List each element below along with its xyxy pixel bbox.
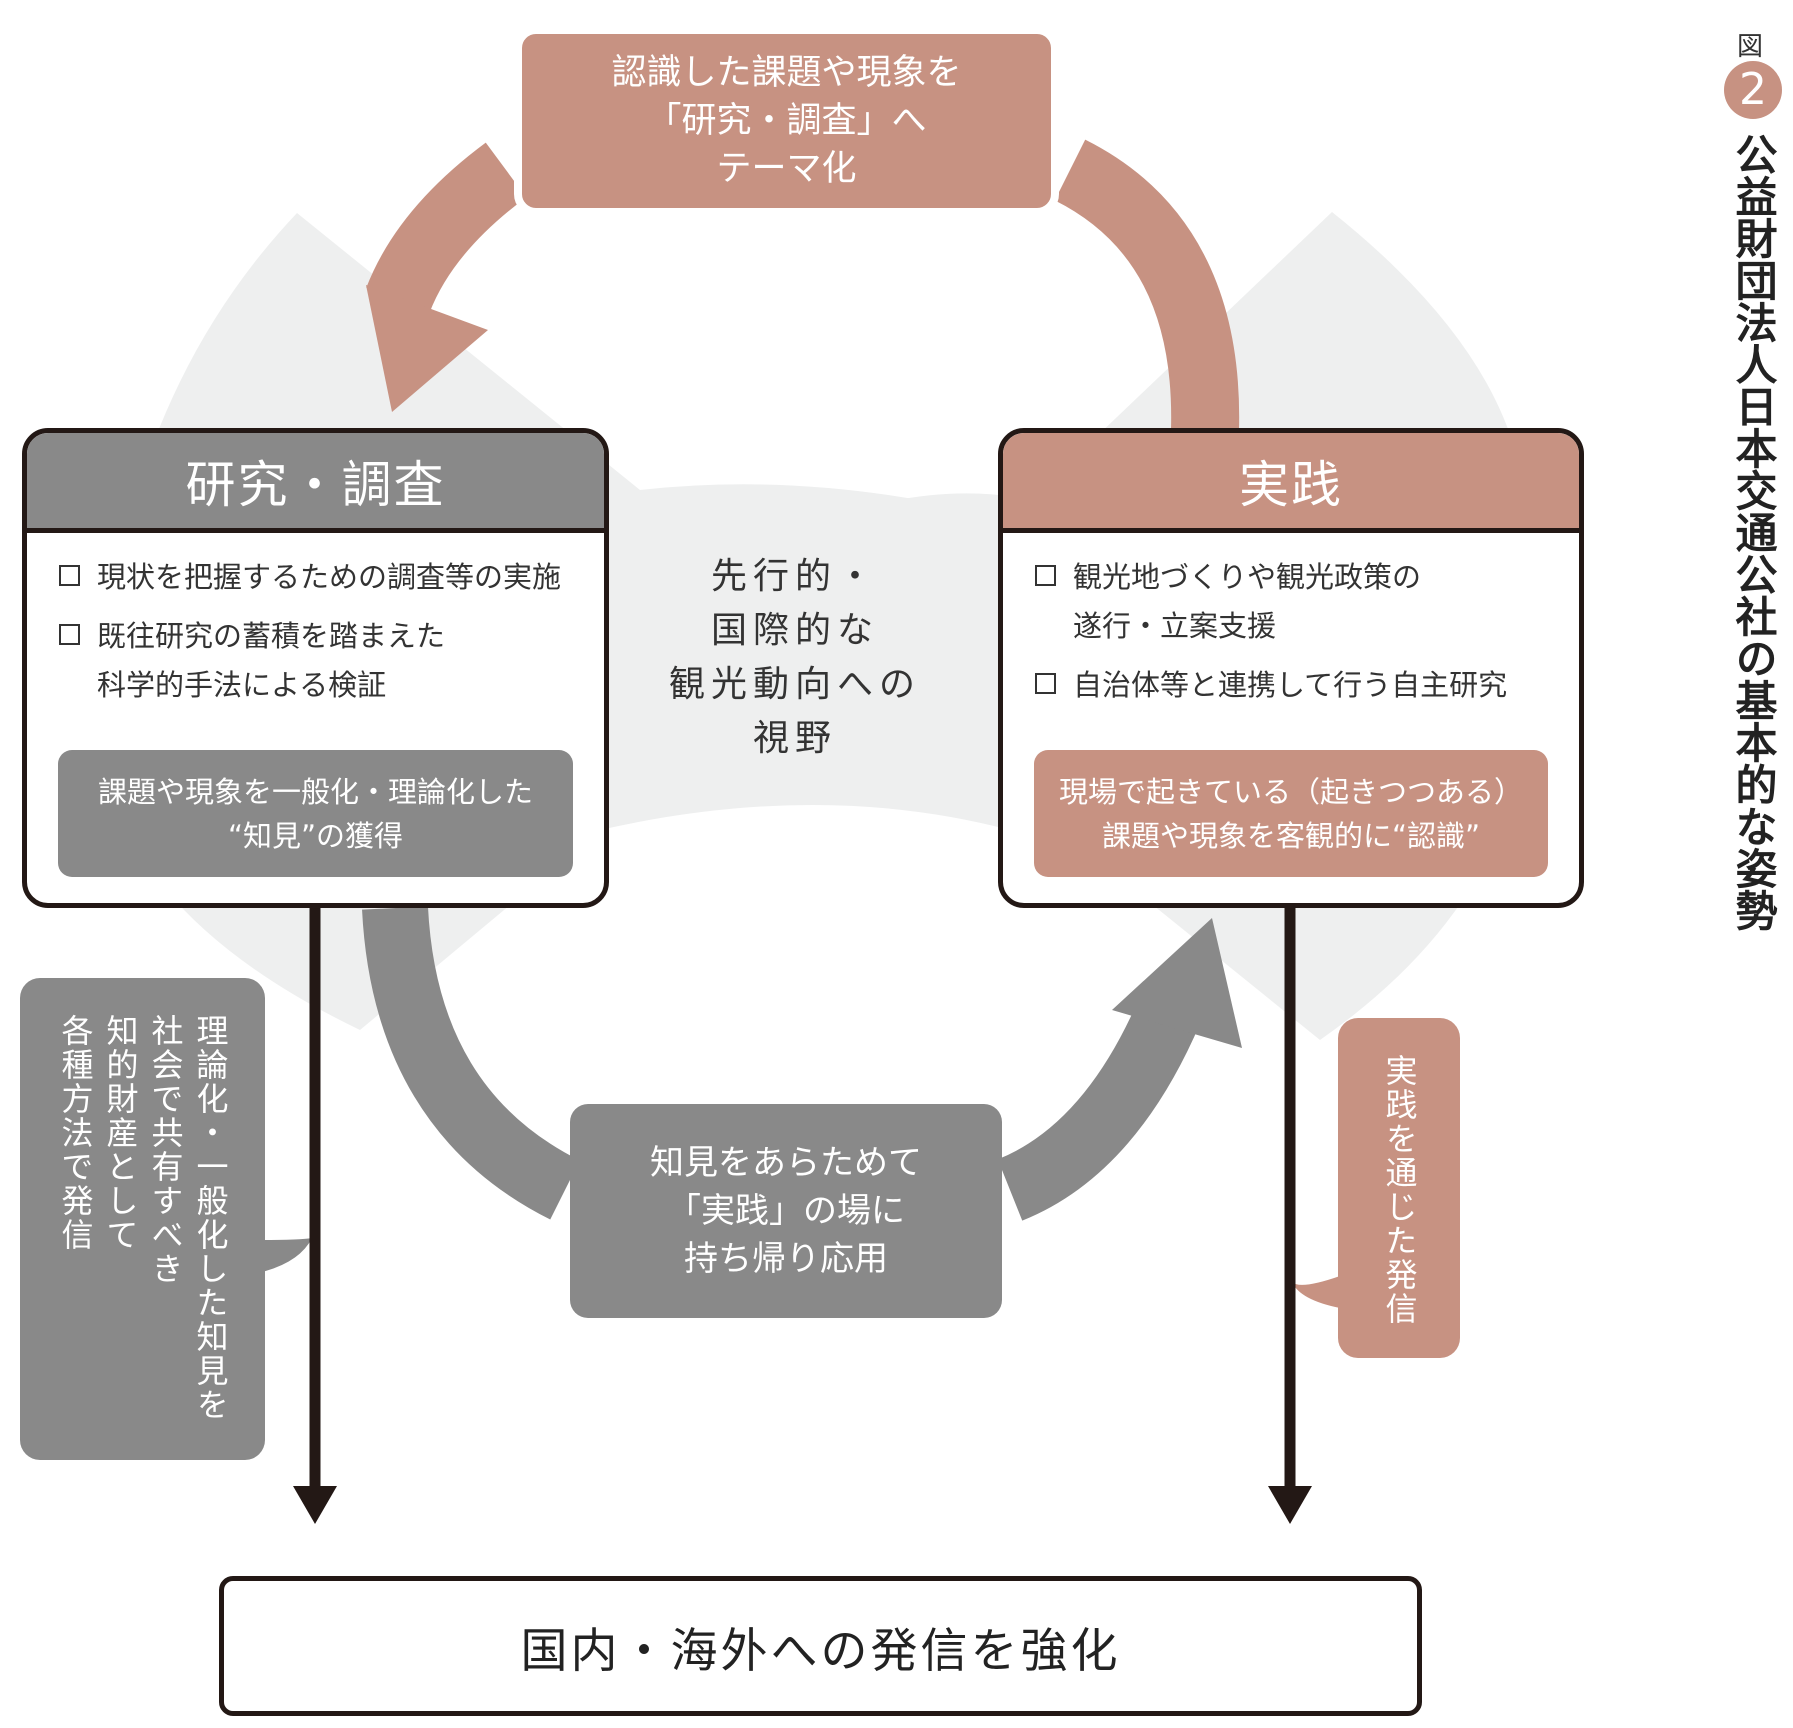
figure-number-badge: 2 — [1724, 61, 1782, 119]
practice-result-line: 課題や現象を客観的に“認識” — [1101, 818, 1481, 853]
center-vision-line: 観光動向への — [668, 664, 921, 705]
practice-item-list: 観光地づくりや観光政策の 遂行・立案支援 自治体等と連携して行う自主研究 — [1003, 533, 1579, 710]
dissemination-goal-box: 国内・海外への発信を強化 — [219, 1576, 1422, 1716]
practice-item-line: 観光地づくりや観光政策の — [1073, 560, 1422, 594]
left-callout-pointer — [262, 1238, 312, 1272]
research-item-list: 現状を把握するための調査等の実施 既往研究の蓄積を踏まえた 科学的手法による検証 — [27, 533, 604, 710]
figure-label: 図 — [1737, 32, 1764, 62]
research-item-line: 現状を把握するための調査等の実施 — [97, 560, 562, 594]
checkbox-icon — [1035, 565, 1056, 586]
practice-item-line: 遂行・立案支援 — [1073, 609, 1277, 643]
practice-dissemination-callout: 実践を通じた発信 — [1338, 1018, 1460, 1358]
research-panel: 研究・調査 現状を把握するための調査等の実施 既往研究の蓄積を踏まえた 科学的手… — [22, 428, 609, 908]
research-result-line: 課題や現象を一般化・理論化した — [97, 774, 533, 809]
research-result-line: “知見”の獲得 — [227, 818, 404, 853]
theme-box-line: テーマ化 — [716, 149, 857, 189]
arrow-middle-to-practice — [996, 996, 1201, 1221]
theme-box-line: 認識した課題や現象を — [611, 53, 962, 93]
practice-result-box: 現場で起きている（起きつつある） 課題や現象を客観的に“認識” — [1034, 750, 1548, 877]
callout-column: 実践を通じた発信 — [1380, 1054, 1419, 1326]
callout-column: 理論化・一般化した知見を — [191, 1014, 230, 1422]
callout-column: 各種方法で発信 — [56, 1014, 95, 1252]
right-vertical-arrow-head — [1268, 1486, 1312, 1524]
practice-panel-title: 実践 — [1003, 433, 1579, 533]
practice-item: 観光地づくりや観光政策の 遂行・立案支援 — [1035, 553, 1579, 651]
center-vision-line: 先行的・ — [710, 556, 879, 597]
arrow-top-to-research — [366, 142, 527, 313]
apply-box: 知見をあらためて 「実践」の場に 持ち帰り応用 — [570, 1104, 1002, 1318]
research-item-line: 既往研究の蓄積を踏まえた — [97, 619, 446, 653]
research-item-line: 科学的手法による検証 — [97, 668, 387, 702]
research-result-box: 課題や現象を一般化・理論化した “知見”の獲得 — [58, 750, 573, 877]
checkbox-icon — [59, 565, 80, 586]
arrow-head-top-left — [366, 285, 488, 412]
left-vertical-arrow-head — [293, 1486, 337, 1524]
research-item: 既往研究の蓄積を踏まえた 科学的手法による検証 — [59, 612, 604, 710]
checkbox-icon — [1035, 673, 1056, 694]
practice-item: 自治体等と連携して行う自主研究 — [1035, 661, 1579, 710]
arrow-head-bottom-right — [1112, 918, 1242, 1048]
apply-box-line: 知見をあらためて — [650, 1143, 922, 1183]
callout-column: 知的財産として — [101, 1014, 140, 1252]
center-vision-line: 国際的な — [710, 610, 879, 651]
research-item: 現状を把握するための調査等の実施 — [59, 553, 604, 602]
callout-column: 社会で共有すべき — [146, 1014, 185, 1286]
right-callout-pointer — [1292, 1276, 1340, 1308]
checkbox-icon — [59, 624, 80, 645]
practice-panel: 実践 観光地づくりや観光政策の 遂行・立案支援 自治体等と連携して行う自主研究 … — [998, 428, 1584, 908]
figure-title: 公益財団法人日本交通公社の基本的な姿勢 — [1729, 133, 1778, 931]
knowledge-dissemination-callout: 理論化・一般化した知見を 社会で共有すべき 知的財産として 各種方法で発信 — [20, 978, 265, 1460]
theme-box-line: 「研究・調査」へ — [646, 101, 927, 141]
practice-item-line: 自治体等と連携して行う自主研究 — [1073, 668, 1508, 702]
theme-box: 認識した課題や現象を 「研究・調査」へ テーマ化 — [514, 26, 1059, 216]
center-vision-text: 先行的・ 国際的な 観光動向への 視野 — [660, 550, 930, 766]
apply-box-line: 持ち帰り応用 — [684, 1239, 888, 1279]
arrow-research-to-middle — [362, 906, 581, 1220]
research-panel-title: 研究・調査 — [27, 433, 604, 533]
practice-result-line: 現場で起きている（起きつつある） — [1058, 774, 1523, 809]
apply-box-line: 「実践」の場に — [667, 1191, 905, 1231]
arrow-practice-to-top — [1054, 139, 1240, 431]
center-vision-line: 視野 — [752, 718, 837, 759]
